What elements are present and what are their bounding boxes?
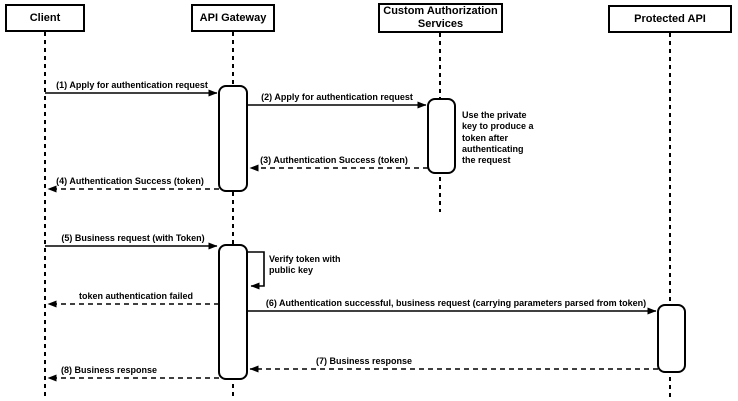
message-label-token-failed: token authentication failed (78, 291, 194, 301)
message-label-2: (2) Apply for authentication request (261, 92, 413, 102)
participant-protected-api-label: Protected API (634, 12, 706, 25)
participant-api-gateway-label: API Gateway (199, 11, 267, 24)
message-label-1: (1) Apply for authentication request (56, 80, 208, 90)
activation-custom-auth-services (427, 98, 456, 174)
self-message-label-verify-token: Verify token with public key (269, 254, 341, 276)
participant-api-gateway: API Gateway (191, 4, 275, 32)
message-label-4: (4) Authentication Success (token) (56, 176, 204, 186)
activation-api-gateway-auth (218, 85, 248, 192)
activation-api-gateway-business (218, 244, 248, 380)
message-label-7: (7) Business response (315, 356, 413, 366)
participant-client-label: Client (29, 11, 61, 24)
message-label-5: (5) Business request (with Token) (61, 233, 205, 243)
participant-protected-api: Protected API (608, 5, 732, 33)
participant-custom-authorization-services: Custom Authorization Services (378, 3, 503, 33)
participant-custom-auth-label: Custom Authorization Services (383, 5, 498, 30)
activation-protected-api (657, 304, 686, 373)
message-label-3: (3) Authentication Success (token) (260, 155, 408, 165)
self-message-arrow-verify-token (247, 251, 265, 290)
message-label-8: (8) Business response (60, 365, 158, 375)
note-private-key: Use the private key to produce a token a… (462, 110, 534, 165)
message-label-6: (6) Authentication successful, business … (265, 298, 647, 308)
participant-client: Client (5, 4, 85, 32)
